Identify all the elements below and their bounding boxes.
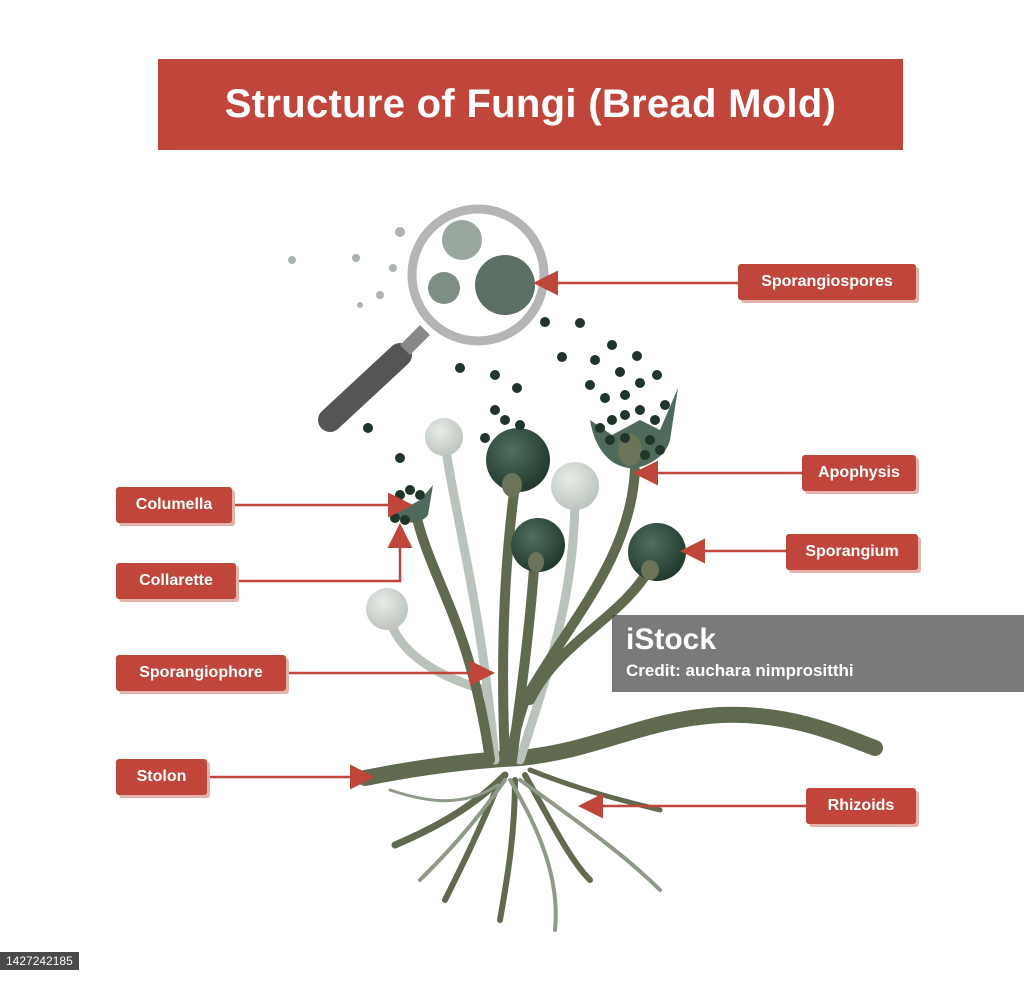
spore-dot bbox=[600, 393, 610, 403]
spore-dot bbox=[405, 485, 415, 495]
spore-dot bbox=[455, 363, 465, 373]
ghost-sporangium bbox=[425, 418, 463, 456]
spores-light bbox=[288, 227, 405, 308]
label-sporangium: Sporangium bbox=[786, 534, 918, 570]
spore-dot bbox=[645, 435, 655, 445]
sporangiophores-graphic bbox=[410, 465, 655, 765]
sporangium-graphic bbox=[486, 428, 550, 492]
spore-dot bbox=[515, 420, 525, 430]
spore-dot bbox=[635, 405, 645, 415]
label-sporangiospores: Sporangiospores bbox=[738, 264, 916, 300]
stock-watermark: iStock Credit: auchara nimprositthi bbox=[612, 615, 1024, 692]
stolon-graphic bbox=[357, 706, 883, 786]
spore-dot bbox=[512, 383, 522, 393]
label-rhizoids: Rhizoids bbox=[806, 788, 916, 824]
ghost-sporangium bbox=[366, 588, 408, 630]
watermark-brand: iStock bbox=[626, 623, 717, 656]
spore-dot bbox=[650, 415, 660, 425]
spore-dot bbox=[540, 317, 550, 327]
spore-dot bbox=[607, 340, 617, 350]
spore-dot bbox=[390, 513, 400, 523]
label-apophysis: Apophysis bbox=[802, 455, 916, 491]
label-stolon: Stolon bbox=[116, 759, 207, 795]
spore-dot bbox=[585, 380, 595, 390]
spore-dot bbox=[363, 423, 373, 433]
spore-dot bbox=[395, 490, 405, 500]
label-sporangiophore: Sporangiophore bbox=[116, 655, 286, 691]
spore-dot bbox=[620, 390, 630, 400]
spore-dot bbox=[595, 423, 605, 433]
spore-dot bbox=[635, 378, 645, 388]
spore-dot bbox=[607, 415, 617, 425]
spore-dot bbox=[490, 370, 500, 380]
spore-dot bbox=[605, 435, 615, 445]
stock-id: 1427242185 bbox=[0, 952, 79, 970]
spore-dot bbox=[500, 415, 510, 425]
spore-dot bbox=[395, 453, 405, 463]
magnifier-icon bbox=[318, 204, 549, 432]
spore-dot bbox=[415, 490, 425, 500]
spore-dot bbox=[640, 450, 650, 460]
spore-dot bbox=[575, 318, 585, 328]
spore-dot bbox=[490, 405, 500, 415]
diagram-title: Structure of Fungi (Bread Mold) bbox=[224, 82, 837, 126]
spore-dot bbox=[590, 355, 600, 365]
spore-dot bbox=[480, 433, 490, 443]
title-banner: Structure of Fungi (Bread Mold) bbox=[158, 59, 903, 150]
spore-dot bbox=[557, 352, 567, 362]
spore-dot bbox=[660, 400, 670, 410]
ghost-sporangium bbox=[551, 462, 599, 510]
spore-dot bbox=[655, 445, 665, 455]
rhizoids-graphic bbox=[388, 767, 663, 932]
spore-dot bbox=[620, 433, 630, 443]
spore-dot bbox=[632, 351, 642, 361]
sporangium-graphic bbox=[511, 518, 565, 572]
label-collarette: Collarette bbox=[116, 563, 236, 599]
spores-graphic bbox=[363, 317, 670, 525]
watermark-credit: Credit: auchara nimprositthi bbox=[626, 661, 854, 680]
spore-dot bbox=[652, 370, 662, 380]
leader-lines bbox=[207, 270, 806, 819]
label-columella: Columella bbox=[116, 487, 232, 523]
spore-dot bbox=[615, 367, 625, 377]
spore-dot bbox=[620, 410, 630, 420]
spore-dot bbox=[400, 515, 410, 525]
